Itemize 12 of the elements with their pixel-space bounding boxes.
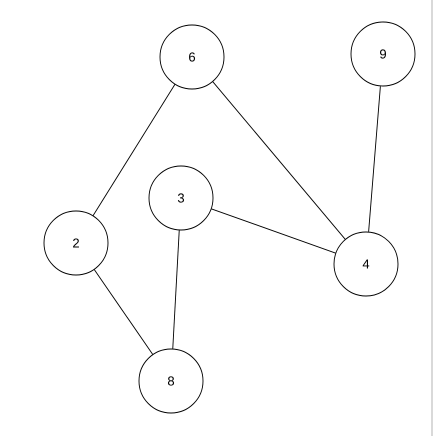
edge-line [172, 230, 180, 350]
graph-node: 9 [350, 22, 416, 86]
edge-line [94, 269, 154, 355]
graph-node: 6 [160, 24, 224, 90]
graph-node: 8 [138, 348, 204, 414]
edge-line [211, 208, 336, 254]
edge-line [212, 81, 346, 240]
edge-line [368, 86, 381, 232]
graph-node: 4 [334, 232, 398, 296]
edge-line [92, 84, 176, 216]
graph-node: 2 [44, 210, 108, 276]
graph-node: 3 [148, 166, 214, 230]
